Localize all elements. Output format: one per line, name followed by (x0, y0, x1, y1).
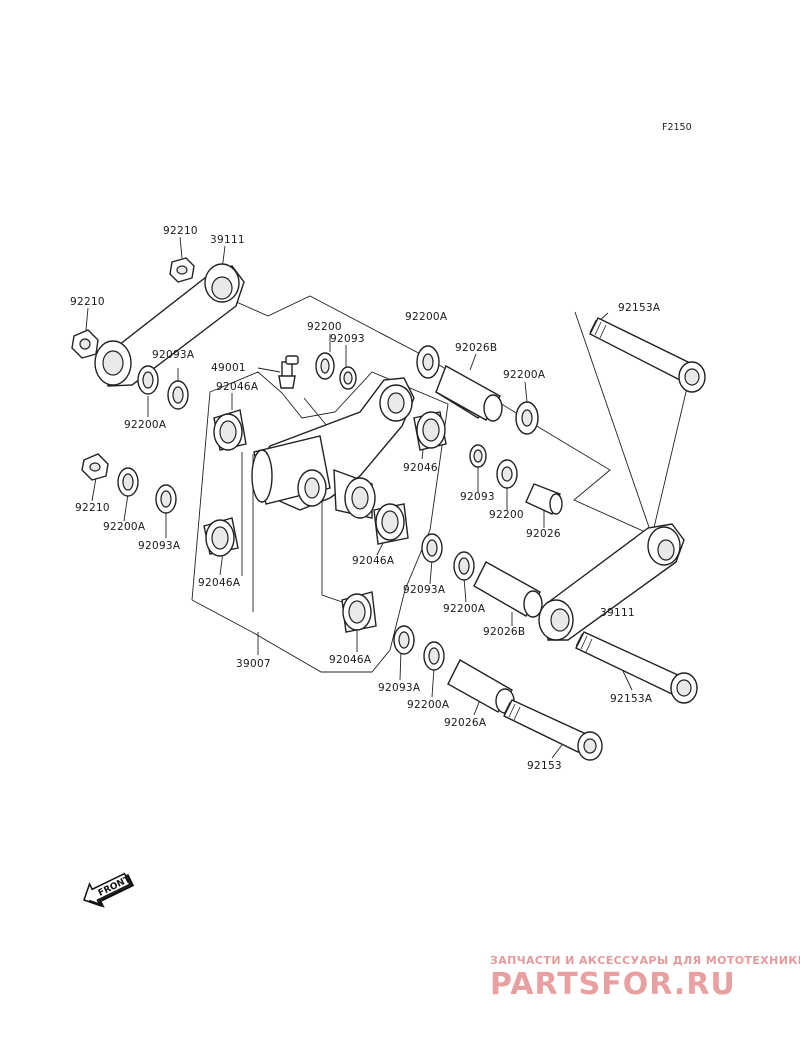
sleeve-92026A (447, 659, 515, 714)
watermark-tagline: ЗАПЧАСТИ И АКСЕССУАРЫ ДЛЯ МОТОТЕХНИКИ (490, 954, 800, 967)
sleeve-92026 (525, 483, 563, 515)
tie-rod-right (538, 523, 685, 641)
label-92093[interactable]: 92093 (330, 333, 365, 345)
label-92093-b[interactable]: 92093 (460, 491, 495, 503)
figure-code: F2150 (662, 122, 692, 133)
label-92200A-d[interactable]: 92200A (443, 603, 486, 615)
label-92026A[interactable]: 92026A (444, 717, 487, 729)
label-92210-mid[interactable]: 92210 (75, 502, 110, 514)
label-92200A-c[interactable]: 92200A (103, 521, 146, 533)
watermark-brand: PARTSFOR.RU (490, 967, 736, 1002)
label-92153A-top[interactable]: 92153A (618, 302, 661, 314)
rocker-arm-39007 (251, 377, 415, 519)
label-92093A-a[interactable]: 92093A (152, 349, 195, 361)
bearings (203, 409, 447, 633)
label-92046A-c[interactable]: 92046A (198, 577, 241, 589)
label-92200A-top[interactable]: 92200A (405, 311, 448, 323)
label-49001[interactable]: 49001 (211, 362, 246, 374)
label-39111-left[interactable]: 39111 (210, 234, 245, 246)
label-92200A-b[interactable]: 92200A (503, 369, 546, 381)
label-92046A-a[interactable]: 92046A (216, 381, 259, 393)
label-39007[interactable]: 39007 (236, 658, 271, 670)
part-labels: 92210 39111 92210 92200 92093 92200A 921… (70, 225, 661, 772)
front-arrow: FRONT (83, 872, 135, 908)
label-92093A-c[interactable]: 92093A (403, 584, 446, 596)
bolt-92153A-bottom (575, 631, 698, 704)
label-92093A-b[interactable]: 92093A (138, 540, 181, 552)
label-92210-left[interactable]: 92210 (70, 296, 105, 308)
label-92026[interactable]: 92026 (526, 528, 561, 540)
label-92153A-bottom[interactable]: 92153A (610, 693, 653, 705)
label-92200A-e[interactable]: 92200A (407, 699, 450, 711)
label-92210-top[interactable]: 92210 (163, 225, 198, 237)
label-39111-right[interactable]: 39111 (600, 607, 635, 619)
label-92026B-b[interactable]: 92026B (483, 626, 525, 638)
label-92200[interactable]: 92200 (307, 321, 342, 333)
label-92200-b[interactable]: 92200 (489, 509, 524, 521)
label-92046[interactable]: 92046 (403, 462, 438, 474)
sleeve-92026B-top (435, 364, 503, 422)
nut-92210-left (71, 329, 99, 359)
label-92026B-a[interactable]: 92026B (455, 342, 497, 354)
watermark: ЗАПЧАСТИ И АКСЕССУАРЫ ДЛЯ МОТОТЕХНИКИ PA… (490, 954, 800, 1002)
label-92046A-b[interactable]: 92046A (352, 555, 395, 567)
sleeve-92026B-bottom (473, 561, 543, 618)
washers (117, 345, 539, 671)
label-92153[interactable]: 92153 (527, 760, 562, 772)
nut-92210-mid (81, 453, 109, 481)
label-92046A-d[interactable]: 92046A (329, 654, 372, 666)
nut-92210-top (169, 257, 195, 283)
bolt-92153A-top (589, 317, 706, 393)
label-92093A-d[interactable]: 92093A (378, 682, 421, 694)
tie-rod-left (94, 263, 245, 387)
label-92200A-a[interactable]: 92200A (124, 419, 167, 431)
grease-nipple-49001 (278, 355, 299, 389)
bolt-92153 (503, 699, 603, 761)
